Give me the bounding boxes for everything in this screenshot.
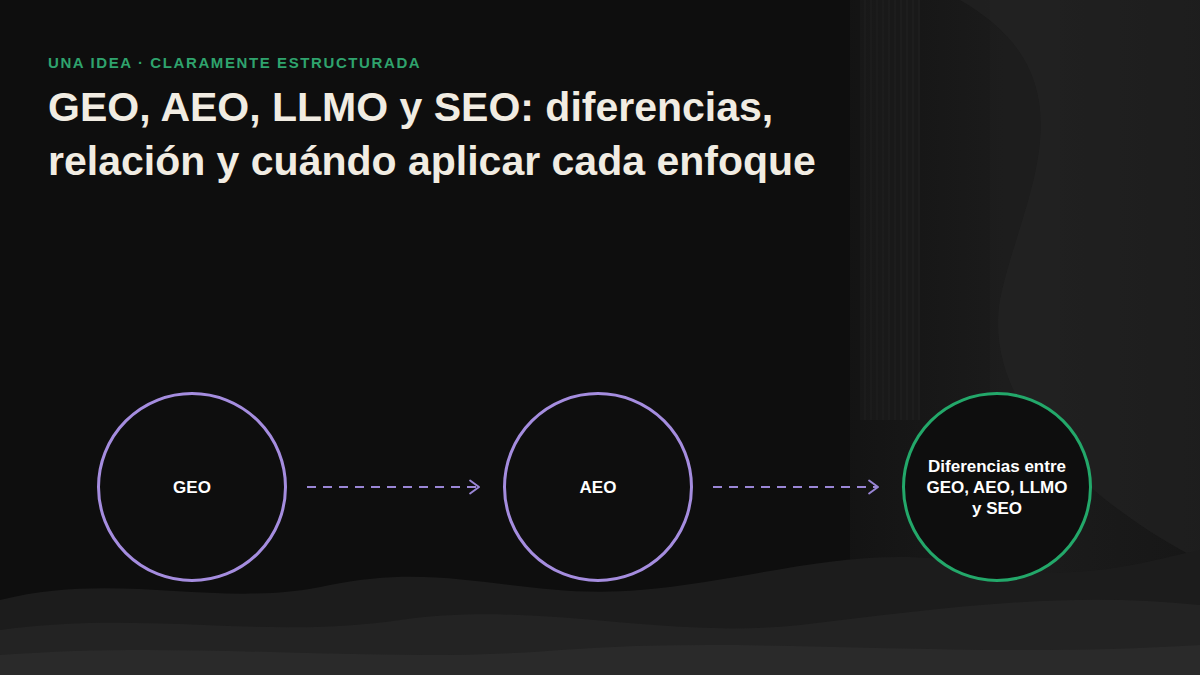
circle-node: GEO [97, 392, 287, 582]
circle-stroke [904, 394, 1091, 581]
arrow-head [869, 481, 878, 494]
node-text: AEO [580, 477, 617, 498]
eyebrow-label: UNA IDEA · CLARAMENTE ESTRUCTURADA [48, 54, 421, 71]
title: GEO, AEO, LLMO y SEO: diferencias, relac… [48, 80, 828, 188]
circle-node: AEO [503, 392, 693, 582]
node-text: Diferencias entre GEO, AEO, LLMO y SEO [922, 456, 1072, 519]
arrow-head [470, 481, 479, 494]
circle-stroke [505, 394, 692, 581]
node-text: GEO [173, 477, 211, 498]
dashed-line [307, 486, 479, 488]
dashed-arrow [307, 481, 479, 494]
dashed-arrow [713, 481, 878, 494]
circle-node: Diferencias entre GEO, AEO, LLMO y SEO [902, 392, 1092, 582]
dashed-line [713, 486, 878, 488]
circle-stroke [99, 394, 286, 581]
